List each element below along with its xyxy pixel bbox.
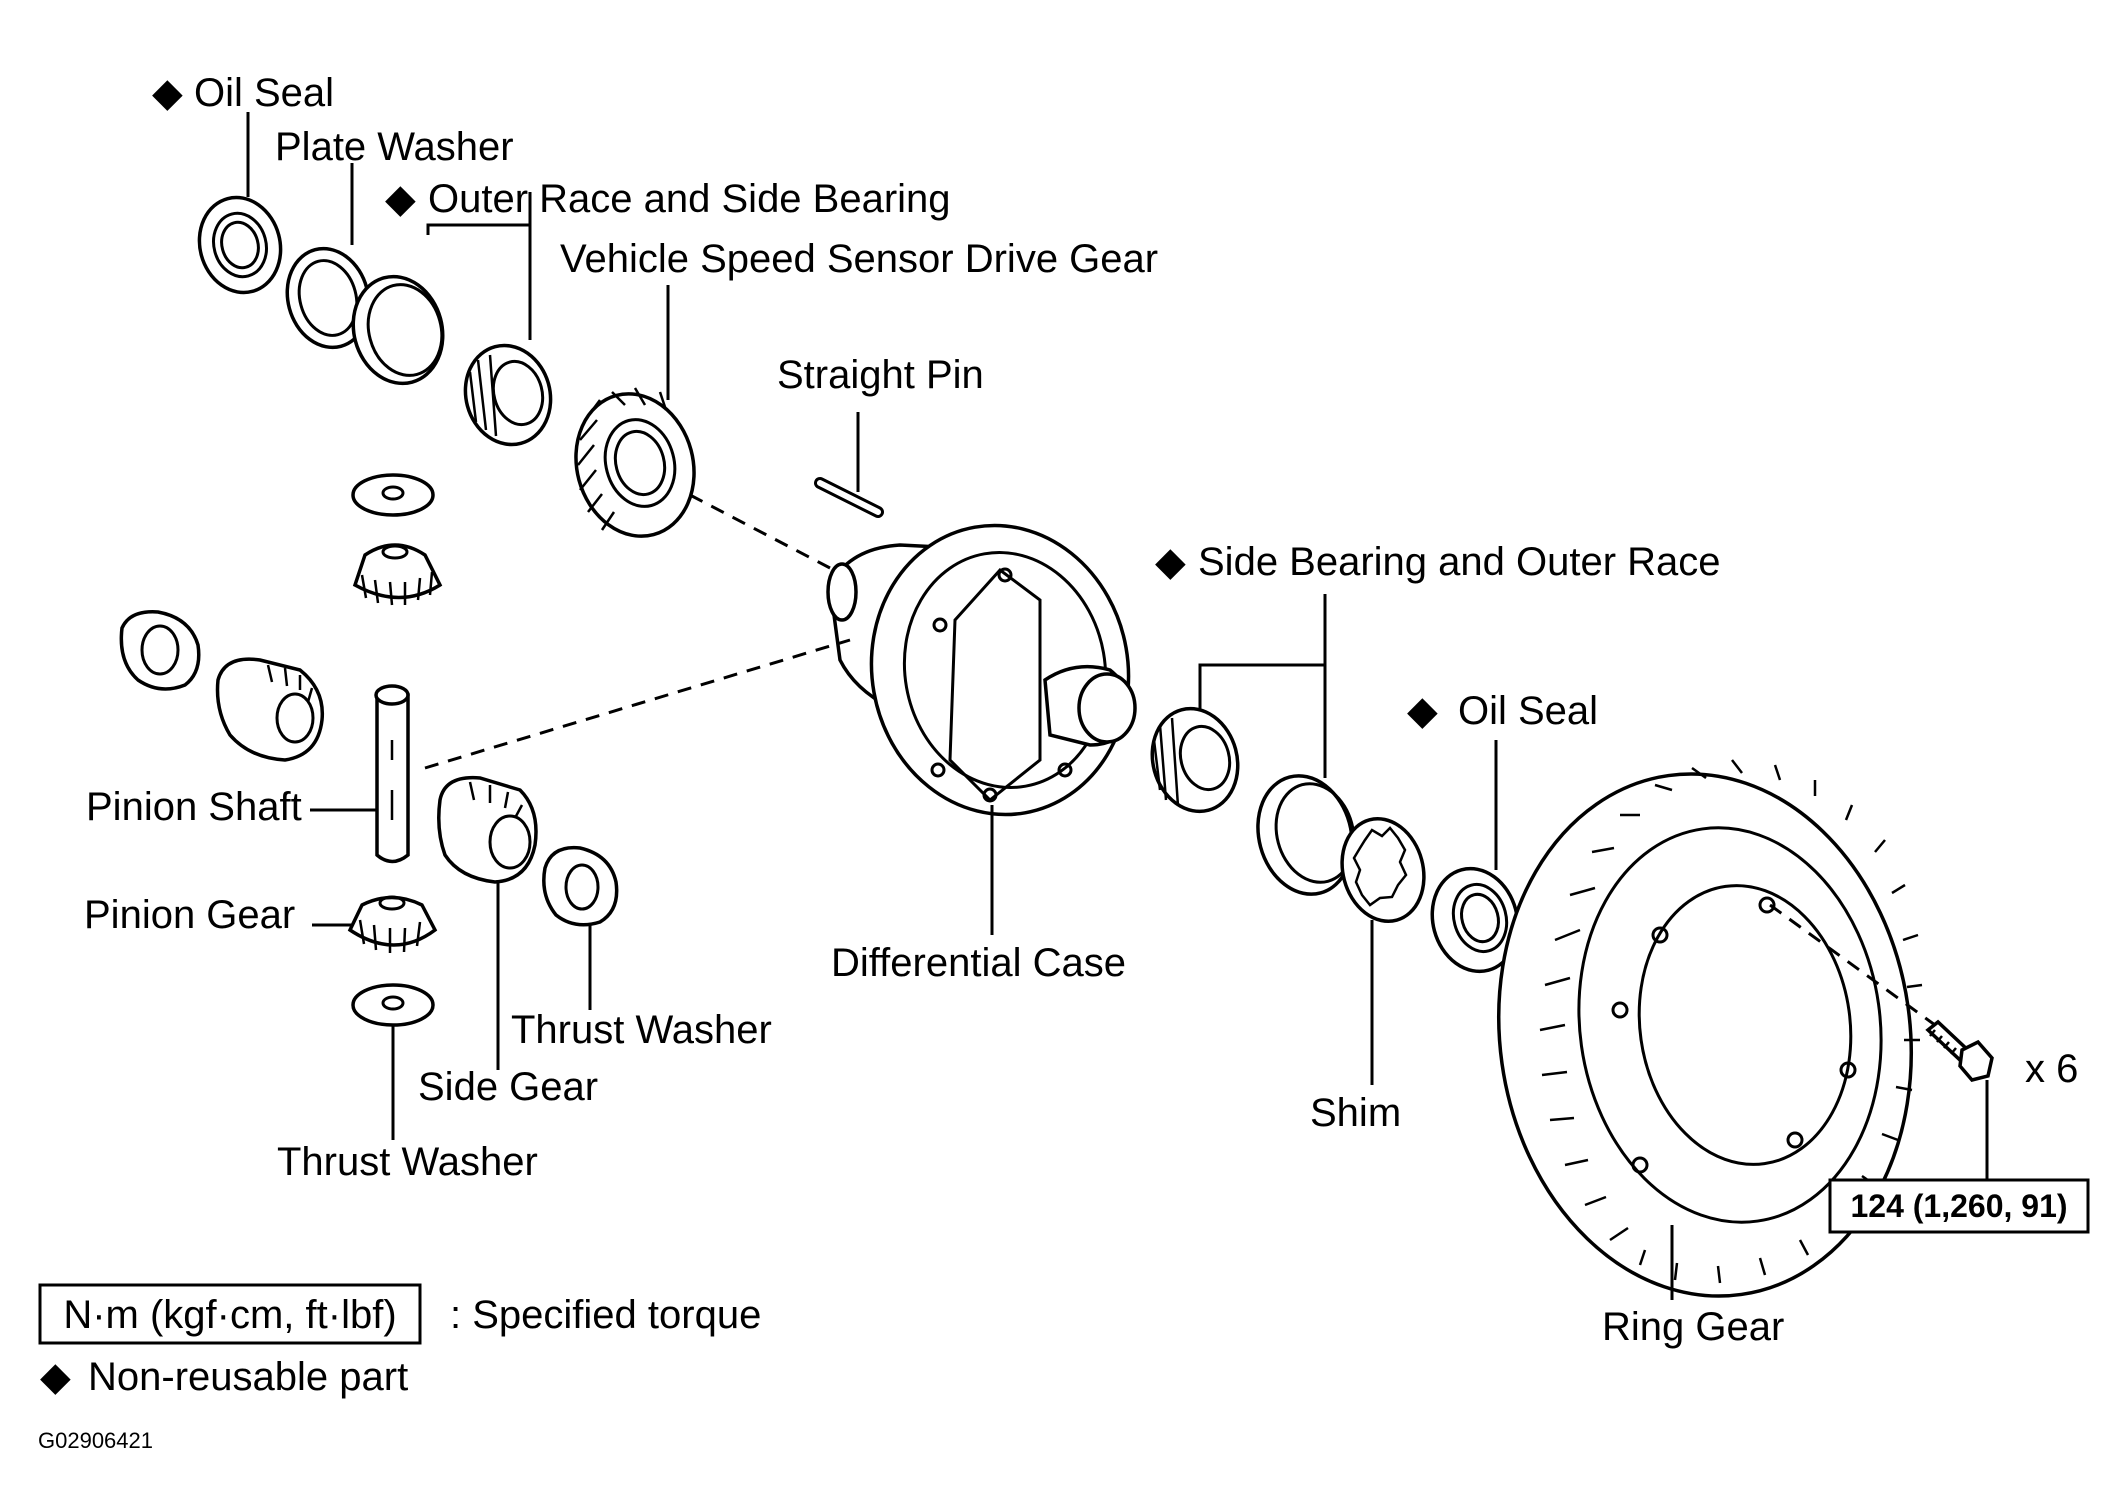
outer-race-left-part [351,274,445,386]
pinion-shaft-part [374,684,410,864]
label-side-bearing-outer-race: Side Bearing and Outer Race [1198,540,1721,584]
legend-torque-desc: : Specified torque [450,1293,761,1337]
assembly-dashed-lines [424,493,1936,1027]
label-vss-drive-gear: Vehicle Speed Sensor Drive Gear [560,237,1158,281]
ring-gear-bolt-part [1925,1019,1994,1082]
thrust-washer-bottom-part [351,983,435,1027]
ring-gear-part [1496,759,1923,1298]
oil-seal-right-part [1430,866,1520,974]
vss-drive-gear-part [574,387,696,538]
torque-spec-value: 124 (1,260, 91) [1850,1188,2067,1224]
side-bearing-left-part [463,343,553,447]
thrust-washer-right-part [542,845,619,927]
thrust-washer-left-part [119,610,201,691]
label-pinion-shaft: Pinion Shaft [86,785,302,829]
label-side-gear: Side Gear [418,1065,598,1109]
pinion-gear-top-part [352,543,443,606]
legend-torque-box [38,1283,422,1345]
shim-part [1340,816,1426,924]
label-side-bearing-outer-race-marker: ◆ [1155,540,1186,584]
label-oil-seal-left: Oil Seal [194,71,334,115]
label-bolt-qty: x 6 [2025,1047,2078,1091]
label-plate-washer: Plate Washer [275,125,514,169]
label-straight-pin: Straight Pin [777,353,984,397]
label-ring-gear: Ring Gear [1602,1305,1784,1349]
leader-lines [246,112,1989,1300]
label-oil-seal-right: Oil Seal [1458,689,1598,733]
legend-nonreusable-marker: ◆ [40,1355,71,1399]
figure-id: G02906421 [38,1428,153,1453]
differential-case-part [826,523,1137,817]
thrust-washer-top-part [351,473,435,517]
legend-torque-unit: N·m (kgf·cm, ft·lbf) [63,1293,396,1337]
side-gear-right-part [437,775,538,884]
legend-nonreusable-desc: Non-reusable part [88,1355,408,1399]
label-oil-seal-right-marker: ◆ [1407,689,1438,733]
straight-pin-part [814,477,884,518]
label-thrust-washer-bottom: Thrust Washer [277,1140,538,1184]
oil-seal-left-part [197,195,283,295]
torque-spec-box [1828,1178,2090,1234]
side-gear-left-part [215,657,325,762]
label-differential-case: Differential Case [831,941,1126,985]
label-outer-race-side-bearing: Outer Race and Side Bearing [428,177,951,221]
outer-race-right-part [1256,774,1356,896]
label-thrust-washer-right: Thrust Washer [511,1008,772,1052]
side-bearing-right-part [1150,706,1240,814]
pinion-gear-bottom-part [347,895,438,953]
label-oil-seal-left-marker: ◆ [152,71,183,115]
label-pinion-gear: Pinion Gear [84,893,295,937]
label-outer-race-side-bearing-marker: ◆ [385,177,416,221]
label-shim: Shim [1310,1091,1401,1135]
plate-washer-part [285,246,371,350]
